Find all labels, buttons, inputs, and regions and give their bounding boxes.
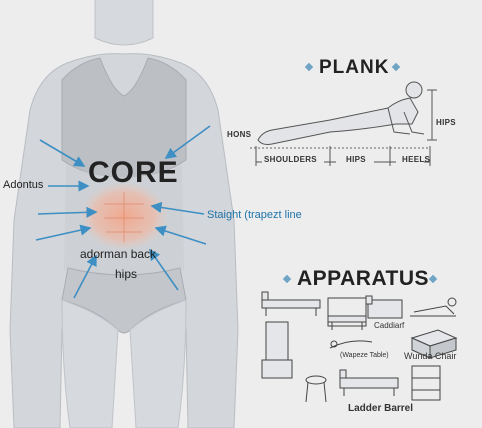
core-title: CORE [88, 156, 179, 189]
cadillac-icon-2 [365, 295, 403, 319]
tower-icon [411, 365, 441, 401]
plank-title: PLANK [319, 57, 390, 78]
trapeze-table-icon [329, 340, 373, 349]
label-hons: HONS [227, 130, 252, 139]
label-ladder-barrel: Ladder Barrel [348, 403, 414, 414]
reformer-icon [261, 291, 321, 316]
exercise-figure-icon [410, 297, 457, 317]
label-core-hips: hips [115, 267, 138, 281]
apparatus-section [261, 291, 458, 403]
plank-section [250, 81, 437, 166]
chair-upright-icon [261, 321, 293, 379]
wunda-chair-icon [410, 329, 458, 359]
label-cadillac: Caddiarf [374, 321, 405, 330]
label-plank-hips: HIPS [346, 155, 366, 164]
plank-figure [257, 81, 425, 145]
cadillac-icon [327, 297, 367, 330]
stool-icon [305, 375, 327, 403]
label-hips-vertical: HIPS [436, 118, 456, 127]
ladder-barrel-icon [339, 369, 399, 396]
label-abdomen-back: adorman back [80, 247, 157, 261]
apparatus-title: APPARATUS [297, 267, 430, 290]
muscle-arrows [35, 125, 211, 299]
label-wunda-chair: Wunda Chair [404, 351, 457, 361]
label-trapeze-table: (Wapeze Table) [340, 352, 389, 359]
label-adontus: Adontus [3, 179, 44, 191]
label-straight-line: Staight (trapezt line [207, 209, 302, 221]
label-shoulders: SHOULDERS [264, 155, 317, 164]
label-heels: HEELS [402, 155, 431, 164]
